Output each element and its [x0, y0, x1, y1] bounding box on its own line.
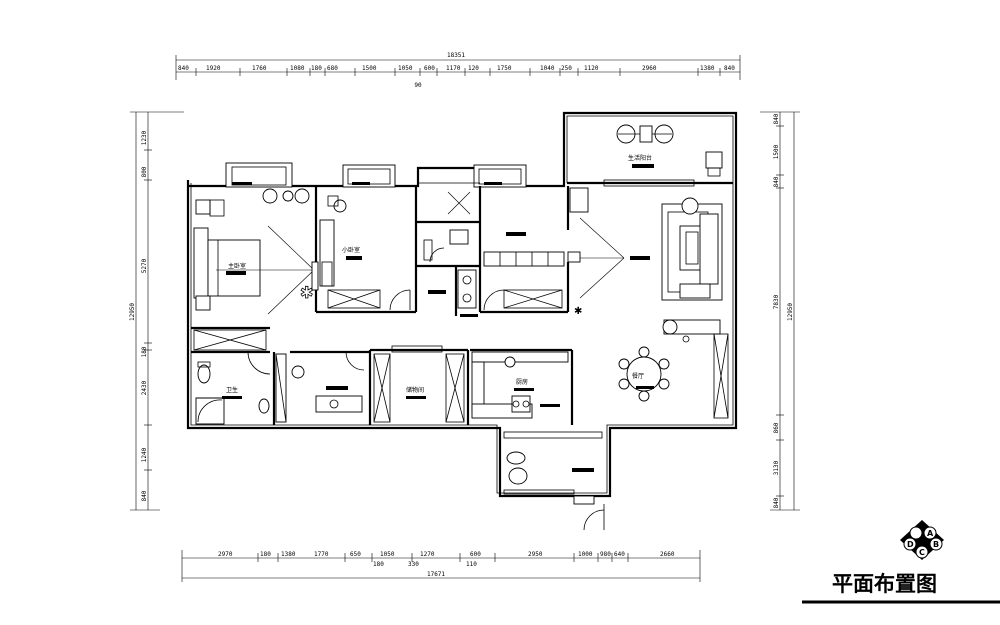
top-dim: 1920	[206, 65, 221, 72]
bottom-dim: 2660	[660, 551, 675, 558]
compass-label: A	[927, 529, 934, 538]
left-total-dimension: 12950	[129, 303, 136, 321]
room-area-bar	[222, 396, 242, 399]
bottom-dim: 980	[600, 551, 611, 558]
bottom-dim: 2950	[528, 551, 543, 558]
misc-markers	[232, 182, 502, 185]
bottom-total-dimension: 17671	[427, 571, 445, 578]
room-label-bathroom: 卫生	[226, 386, 238, 394]
dining-furniture	[618, 319, 729, 419]
bottom-extra-dim: 330	[408, 561, 419, 568]
right-total-dimension: 12950	[787, 303, 794, 321]
utility-balcony-furniture	[503, 431, 605, 531]
compass-label: C	[919, 548, 925, 557]
top-dimension-chain: 18351 90 840 1920 1760 1080 180 680 1500…	[175, 52, 741, 89]
compass-icon: A B C D	[900, 520, 944, 560]
room-area-bar	[226, 271, 246, 275]
room-area-bar	[406, 396, 426, 399]
bottom-dim: 650	[350, 551, 361, 558]
room-label-storage: 储物间	[406, 386, 424, 394]
interior-walls	[191, 181, 733, 425]
top-dim: 1760	[252, 65, 267, 72]
drawing-title: 平面布置图	[832, 572, 937, 596]
living-room-furniture: ✱	[567, 187, 723, 317]
bottom-dim: 2970	[218, 551, 233, 558]
room-label-master-bedroom: 主卧室	[228, 262, 246, 270]
top-dim: 180	[311, 65, 322, 72]
top-dim: 1380	[700, 65, 715, 72]
small-bedroom-furniture	[319, 195, 411, 311]
top-dim: 250	[561, 65, 572, 72]
left-dim: 1240	[141, 447, 148, 462]
room-label-balcony: 生活阳台	[628, 154, 652, 162]
top-dim: 1120	[584, 65, 599, 72]
right-dimension-chain: 12950 840 1500 840 7830 860 3130 840	[760, 111, 800, 511]
study-furniture	[275, 351, 365, 423]
room-area-bar	[632, 164, 654, 168]
exterior-walls	[186, 111, 738, 498]
room-label-small-bedroom: 小卧室	[342, 246, 360, 254]
middle-bathroom-fixtures	[423, 191, 478, 317]
bottom-extra-dim: 110	[466, 561, 477, 568]
room-area-bar	[346, 256, 362, 260]
bay-windows	[225, 162, 527, 188]
right-dim: 3130	[773, 460, 780, 475]
top-total-dimension: 18351	[447, 52, 465, 59]
room-area-bar	[514, 388, 534, 391]
bottom-dim: 640	[614, 551, 625, 558]
left-dimension-chain: 12950 1230 800 5270 180 2430 1240 840	[129, 111, 184, 511]
compass-label: B	[933, 540, 939, 549]
bottom-dimension-chain: 2970 180 1380 1770 650 1050 1270 600 295…	[181, 550, 701, 582]
top-dim: 680	[327, 65, 338, 72]
north-bedroom-furniture	[483, 232, 565, 311]
top-dim: 840	[178, 65, 189, 72]
master-bedroom-furniture: ✱	[193, 188, 319, 351]
top-dim: 1080	[290, 65, 305, 72]
top-dim: 1170	[446, 65, 461, 72]
bottom-extra-dim: 180	[373, 561, 384, 568]
compass-label: D	[907, 540, 914, 549]
room-label-dining: 餐厅	[632, 372, 644, 380]
bottom-dim: 600	[470, 551, 481, 558]
right-dim: 840	[773, 497, 780, 508]
bottom-dim: 180	[260, 551, 271, 558]
top-dim: 2960	[642, 65, 657, 72]
right-dim: 7830	[773, 294, 780, 309]
bottom-dim: 1770	[314, 551, 329, 558]
kitchen-furniture	[471, 351, 569, 419]
top-dim: 840	[724, 65, 735, 72]
left-dim: 840	[141, 490, 148, 501]
left-dim: 800	[141, 166, 148, 177]
storage-furniture	[373, 345, 465, 423]
room-label-kitchen: 厨房	[516, 378, 528, 386]
right-dim: 840	[773, 113, 780, 124]
top-dim: 1500	[362, 65, 377, 72]
left-dim: 5270	[141, 258, 148, 273]
top-dim: 600	[424, 65, 435, 72]
bottom-dim: 1270	[420, 551, 435, 558]
bottom-dim: 1050	[380, 551, 395, 558]
left-dim: 180	[141, 346, 148, 357]
bottom-dim: 1000	[578, 551, 593, 558]
svg-text:✱: ✱	[574, 306, 582, 317]
right-dim: 840	[773, 176, 780, 187]
svg-text:✱: ✱	[300, 283, 313, 302]
top-dim: 1040	[540, 65, 555, 72]
left-dim: 1230	[141, 130, 148, 145]
balcony-furniture	[603, 124, 723, 187]
left-dim: 2430	[141, 380, 148, 395]
bathroom-fixtures	[195, 351, 271, 425]
right-dim: 1500	[773, 144, 780, 159]
top-dim: 120	[468, 65, 479, 72]
top-dim: 1750	[497, 65, 512, 72]
right-dim: 860	[773, 422, 780, 433]
top-extra-dimension: 90	[414, 82, 422, 89]
room-area-bar	[636, 386, 654, 389]
top-dim: 1050	[398, 65, 413, 72]
bottom-dim: 1380	[281, 551, 296, 558]
